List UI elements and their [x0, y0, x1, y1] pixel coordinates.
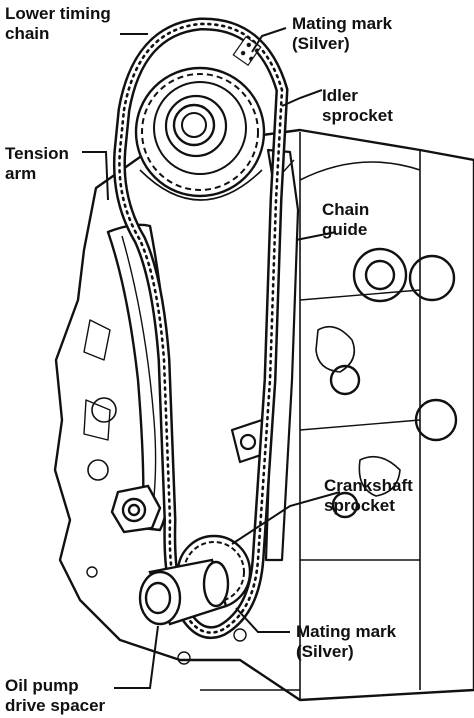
label-chain-guide: Chain guide	[322, 200, 369, 240]
label-idler-sprocket-line1: Idler	[322, 86, 358, 105]
label-oil-pump-drive-spacer-line1: Oil pump	[5, 676, 79, 695]
label-crankshaft-sprocket-line2: sprocket	[324, 496, 395, 515]
label-tension-arm-line2: arm	[5, 164, 37, 183]
label-mating-mark-top-line2: (Silver)	[292, 34, 350, 53]
label-mating-mark-bottom: Mating mark (Silver)	[296, 622, 396, 662]
label-lower-timing-chain-line1: Lower timing	[5, 4, 111, 23]
mating-mark-top-link	[232, 35, 262, 67]
label-tension-arm-line1: Tension	[5, 144, 69, 163]
tensioner-bolt	[110, 484, 162, 534]
idler-sprocket	[134, 66, 266, 201]
label-mating-mark-top-line1: Mating mark	[292, 14, 393, 33]
label-oil-pump-drive-spacer: Oil pump drive spacer	[5, 676, 105, 716]
label-mating-mark-bottom-line2: (Silver)	[296, 642, 354, 661]
label-crankshaft-sprocket-line1: Crankshaft	[324, 476, 413, 495]
lower-timing-chain	[112, 17, 289, 640]
label-chain-guide-line2: guide	[322, 220, 368, 239]
label-lower-timing-chain-line2: chain	[5, 24, 50, 43]
label-mating-mark-bottom-line1: Mating mark	[296, 622, 397, 641]
label-idler-sprocket: Idler sprocket	[322, 86, 393, 126]
label-tension-arm: Tension arm	[5, 144, 69, 184]
engine-block	[53, 128, 474, 702]
oil-pump-drive-spacer	[138, 558, 230, 626]
label-chain-guide-line1: Chain	[322, 200, 370, 219]
label-mating-mark-top: Mating mark (Silver)	[292, 14, 392, 54]
leader-lines	[82, 27, 341, 689]
label-crankshaft-sprocket: Crankshaft sprocket	[324, 476, 413, 516]
label-idler-sprocket-line2: sprocket	[322, 106, 393, 125]
label-oil-pump-drive-spacer-line2: drive spacer	[5, 696, 106, 715]
label-lower-timing-chain: Lower timing chain	[5, 4, 111, 44]
